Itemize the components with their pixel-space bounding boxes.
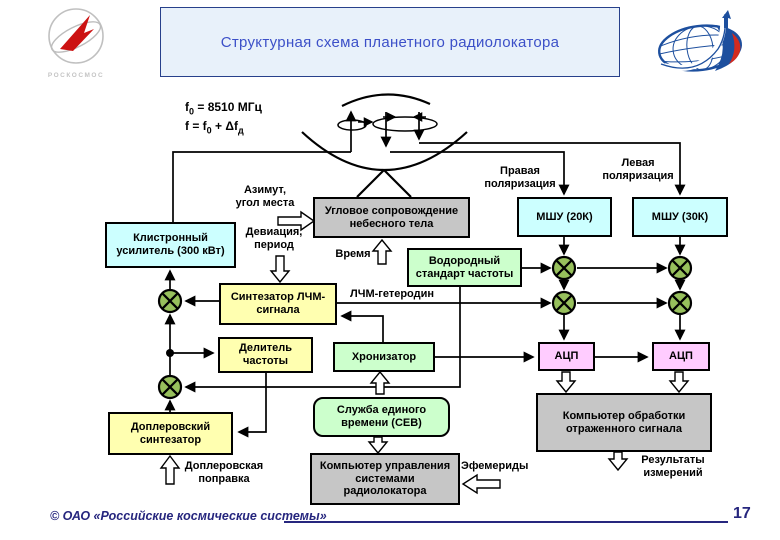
mixer-multiplier-icon: [551, 290, 577, 316]
left-polarization-label: Левая поляризация: [602, 157, 674, 182]
formula-doppler: f = f0 + Δfд: [185, 119, 244, 136]
synthesizer-lines: [164, 269, 461, 438]
adc2-block-arrow: [668, 371, 690, 394]
title-box: Структурная схема планетного радиолокато…: [160, 7, 620, 77]
right-polarization-label: Правая поляризация: [484, 165, 556, 190]
azimuth-label: Азимут, угол места: [235, 184, 295, 209]
formula-frequency: f0 = 8510 МГц: [185, 100, 262, 117]
doppler-correction-label: Доплеровская поправка: [184, 460, 264, 485]
time-block-arrow: [371, 238, 393, 265]
page-number: 17: [733, 505, 751, 522]
receive-path: [390, 142, 686, 196]
adc1-box: АЦП: [538, 342, 595, 371]
lchm-heterodyne-label: ЛЧМ-гетеродин: [350, 288, 435, 300]
transmit-path: [172, 110, 357, 222]
time-label: Время: [335, 248, 371, 260]
results-block-arrow: [607, 451, 629, 472]
roscosmos-logo: [48, 8, 104, 64]
angular-tracking-box: Угловое сопровождение небесного тела: [313, 197, 470, 238]
lna-30k-box: МШУ (30К): [632, 197, 728, 237]
mixer-multiplier-icon: [157, 374, 183, 400]
adc1-block-arrow: [555, 371, 577, 394]
sev-time-service-box: Служба единого времени (СЕВ): [313, 397, 450, 437]
deviation-block-arrow: [269, 255, 291, 284]
mixer-multiplier-icon: [667, 290, 693, 316]
klystron-amplifier-box: Клистронный усилитель (300 кВт): [105, 222, 236, 268]
copyright-text: © ОАО «Российские космические системы»: [50, 509, 327, 523]
ephemerides-block-arrow: [461, 473, 501, 495]
hydrogen-standard-box: Водородный стандарт частоты: [407, 248, 522, 287]
mixer-multiplier-icon: [157, 288, 183, 314]
block-arrows: [159, 210, 690, 495]
junction-dot: [166, 349, 174, 357]
sev-up-block-arrow: [369, 370, 391, 395]
lna-20k-box: МШУ (20К): [517, 197, 612, 237]
deviation-label: Девиация, период: [245, 226, 303, 251]
footer-rule: [284, 521, 728, 523]
processing-computer-box: Компьютер обработки отраженного сигнала: [536, 393, 712, 452]
chronizer-box: Хронизатор: [333, 342, 435, 372]
control-computer-box: Компьютер управления системами радиолока…: [310, 453, 460, 505]
doppler-correction-block-arrow: [159, 454, 181, 485]
right-circular-polarization-icon: [372, 116, 438, 132]
page-title: Структурная схема планетного радиолокато…: [220, 33, 560, 51]
adc2-box: АЦП: [652, 342, 710, 371]
parabolic-antenna-icon: [301, 93, 468, 198]
mixer-multiplier-icon: [667, 255, 693, 281]
mixers: [157, 255, 693, 400]
azimuth-block-arrow: [277, 210, 316, 232]
sev-down-block-arrow: [367, 436, 389, 455]
frequency-divider-box: Делитель частоты: [218, 337, 313, 373]
rks-globe-rocket-logo: [658, 10, 742, 72]
downconversion-lines: [337, 237, 686, 363]
ephemerides-label: Эфемериды: [461, 460, 529, 472]
results-label: Результаты измерений: [641, 454, 705, 479]
lchm-synthesizer-box: Синтезатор ЛЧМ- сигнала: [219, 283, 337, 325]
doppler-synthesizer-box: Доплеровский синтезатор: [108, 412, 233, 455]
mixer-multiplier-icon: [551, 255, 577, 281]
roscosmos-logo-text: РОСКОСМОС: [47, 72, 105, 79]
